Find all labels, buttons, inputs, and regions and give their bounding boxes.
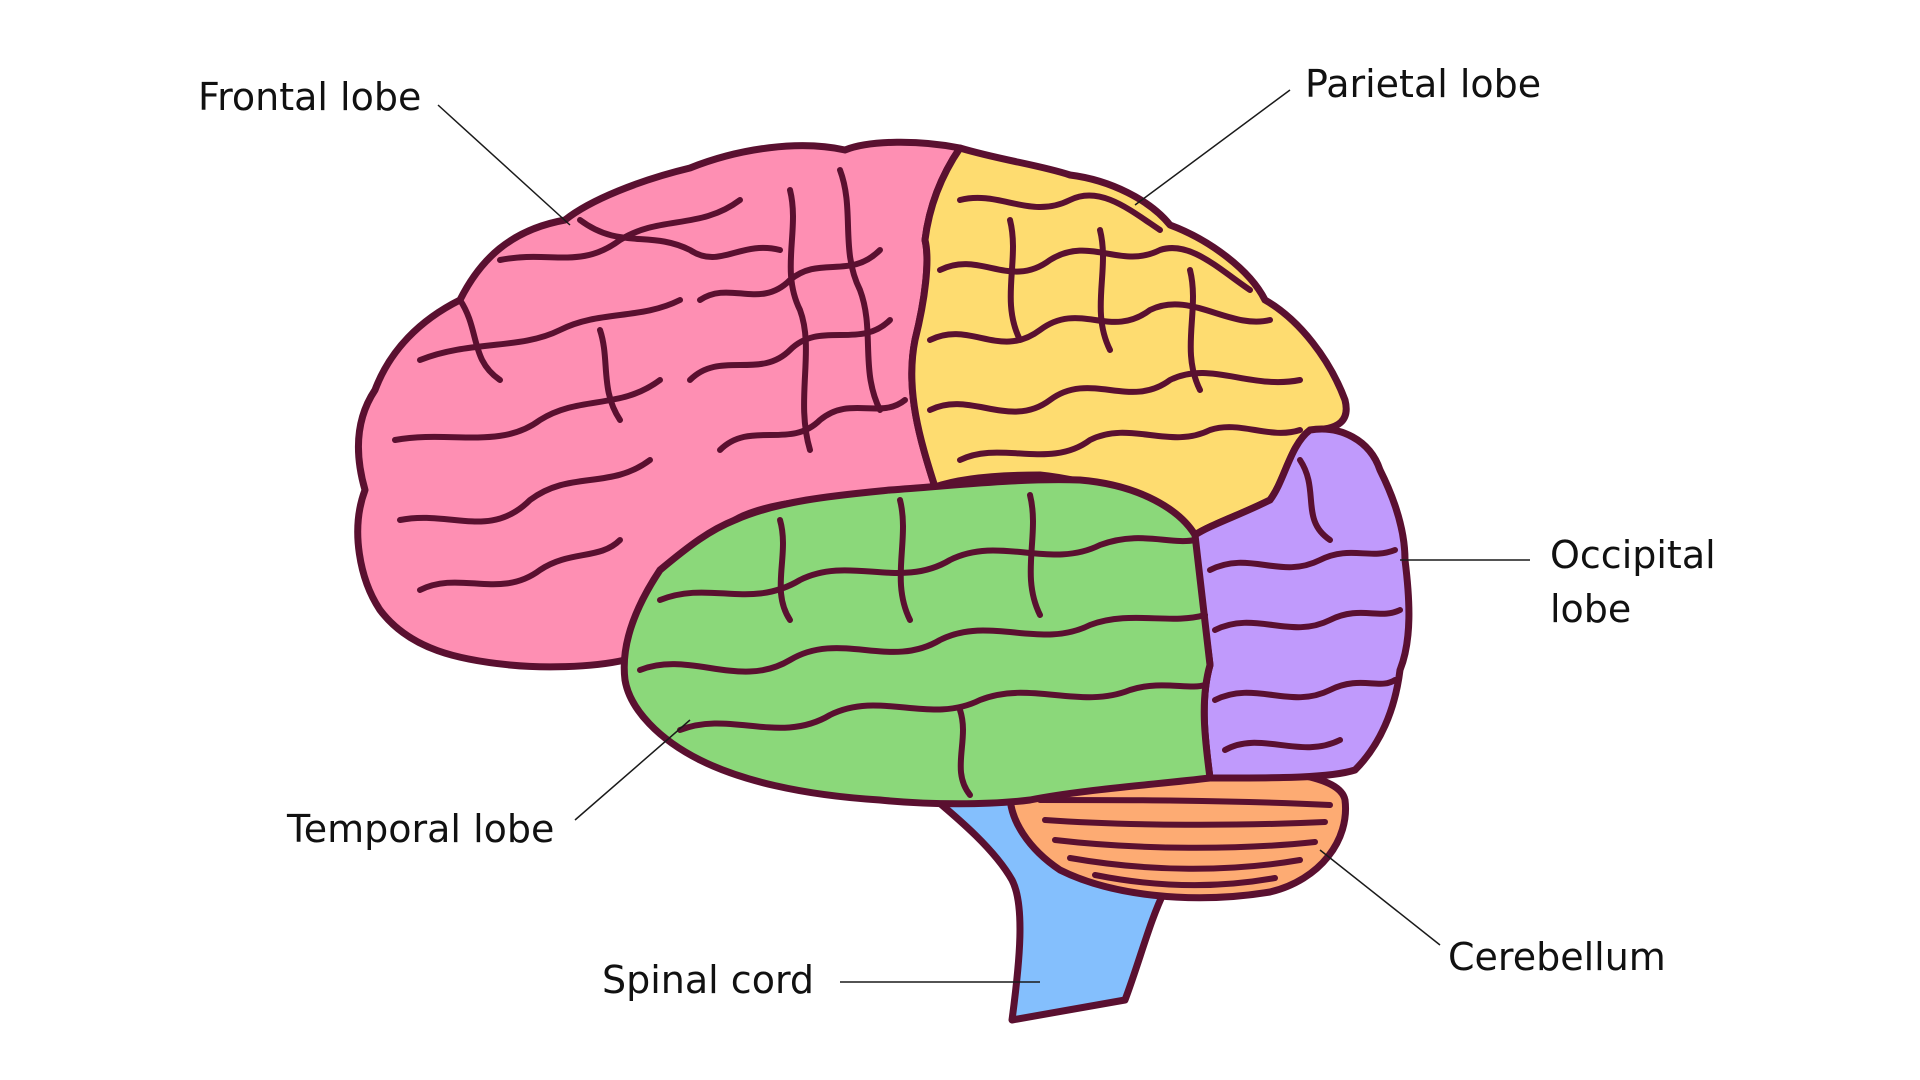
occipital-lobe-label-line1: Occipital [1550,533,1716,577]
parietal-lobe-leader [1134,89,1291,206]
parietal-lobe-label: Parietal lobe [1305,62,1541,106]
cerebellum [1006,759,1350,902]
occipital-lobe-label-line2: lobe [1550,587,1631,631]
temporal-lobe [620,476,1214,808]
cerebellum-leader [1319,849,1441,946]
occipital-lobe [1191,425,1413,782]
frontal-lobe-leader [437,104,571,226]
frontal-lobe [354,138,964,671]
temporal-lobe-label: Temporal lobe [286,807,554,851]
temporal-lobe-leader [574,719,691,821]
frontal-lobe-label: Frontal lobe [198,75,421,119]
cerebellum-label: Cerebellum [1448,935,1666,979]
spinal-cord-label: Spinal cord [602,958,814,1002]
